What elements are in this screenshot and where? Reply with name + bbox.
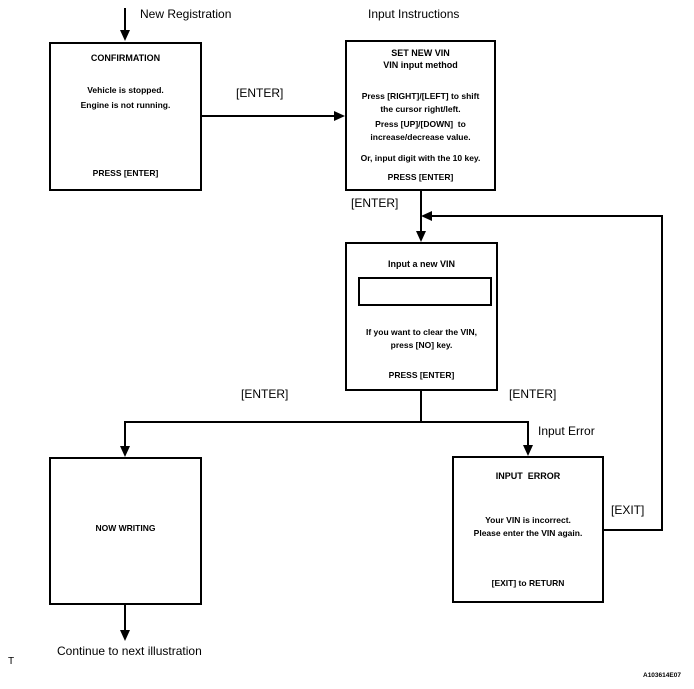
label-exit: [EXIT]: [611, 503, 645, 517]
box-confirmation-title: CONFIRMATION: [90, 53, 161, 63]
box-input-new-vin-body-line2: press [NO] key.: [390, 340, 453, 350]
edge-branch-horizontal-line: [124, 421, 529, 423]
edge-continue-line: [124, 605, 126, 631]
box-now-writing-title: NOW WRITING: [95, 523, 156, 533]
label-t-mark: T: [8, 656, 15, 667]
label-input-error: Input Error: [538, 424, 595, 438]
label-continue: Continue to next illustration: [57, 644, 202, 658]
edge-continue-arrowhead-icon: [120, 630, 130, 641]
figure-reference: A103614E07: [643, 672, 681, 679]
box-set-new-vin-body-line1: Press [RIGHT]/[LEFT] to shift: [361, 91, 480, 101]
box-input-error-body-line1: Your VIN is incorrect.: [485, 515, 571, 525]
edge-confirm-to-set-line: [201, 115, 334, 117]
box-input-error: INPUT ERROR Your VIN is incorrect. Pleas…: [452, 456, 604, 603]
box-input-error-title: INPUT ERROR: [495, 471, 561, 481]
edge-entry-line: [124, 8, 126, 31]
box-confirmation-body-line1: Vehicle is stopped.: [87, 85, 164, 95]
box-set-new-vin-title-line1: SET NEW VIN: [391, 48, 450, 58]
box-confirmation-body-line2: Engine is not running.: [80, 100, 171, 110]
edge-exit-return-vertical-line: [661, 215, 663, 531]
vin-input-field: [358, 277, 492, 306]
box-set-new-vin-body-line2: the cursor right/left.: [380, 104, 461, 114]
box-set-new-vin-body-line3: Press [UP]/[DOWN] to: [375, 119, 466, 129]
box-confirmation: CONFIRMATION Vehicle is stopped. Engine …: [49, 42, 202, 191]
label-new-registration: New Registration: [140, 7, 232, 21]
box-input-error-body-line2: Please enter the VIN again.: [473, 528, 583, 538]
edge-branch-left-line: [124, 421, 126, 447]
label-enter-branch-right: [ENTER]: [509, 387, 557, 401]
box-now-writing: NOW WRITING: [49, 457, 202, 605]
box-set-new-vin: SET NEW VIN VIN input method Press [RIGH…: [345, 40, 496, 191]
edge-entry-arrowhead-icon: [120, 30, 130, 41]
label-enter-confirm-to-set: [ENTER]: [236, 86, 284, 100]
box-set-new-vin-footer: PRESS [ENTER]: [387, 172, 454, 182]
edge-confirm-to-set-arrowhead-icon: [334, 111, 345, 121]
edge-exit-return-top-line: [432, 215, 662, 217]
box-confirmation-footer: PRESS [ENTER]: [92, 168, 159, 178]
label-enter-branch-left: [ENTER]: [241, 387, 289, 401]
box-input-error-footer: [EXIT] to RETURN: [491, 578, 565, 588]
edge-set-to-input-arrowhead-icon: [416, 231, 426, 242]
label-enter-set-to-input: [ENTER]: [351, 196, 399, 210]
label-input-instructions: Input Instructions: [368, 7, 460, 21]
box-set-new-vin-body-line4: increase/decrease value.: [370, 132, 471, 142]
edge-input-to-branch-line: [420, 391, 422, 423]
edge-exit-return-bottom-line: [602, 529, 663, 531]
box-input-new-vin: Input a new VIN If you want to clear the…: [345, 242, 498, 391]
box-input-new-vin-body-line1: If you want to clear the VIN,: [366, 327, 477, 337]
box-input-new-vin-title: Input a new VIN: [387, 259, 455, 269]
edge-branch-right-line: [527, 421, 529, 446]
box-input-new-vin-footer: PRESS [ENTER]: [388, 370, 455, 380]
box-set-new-vin-title-line2: VIN input method: [383, 60, 458, 70]
box-set-new-vin-body-line5: Or, input digit with the 10 key.: [360, 153, 481, 163]
edge-branch-left-arrowhead-icon: [120, 446, 130, 457]
edge-exit-return-arrowhead-icon: [421, 211, 432, 221]
edge-branch-right-arrowhead-icon: [523, 445, 533, 456]
